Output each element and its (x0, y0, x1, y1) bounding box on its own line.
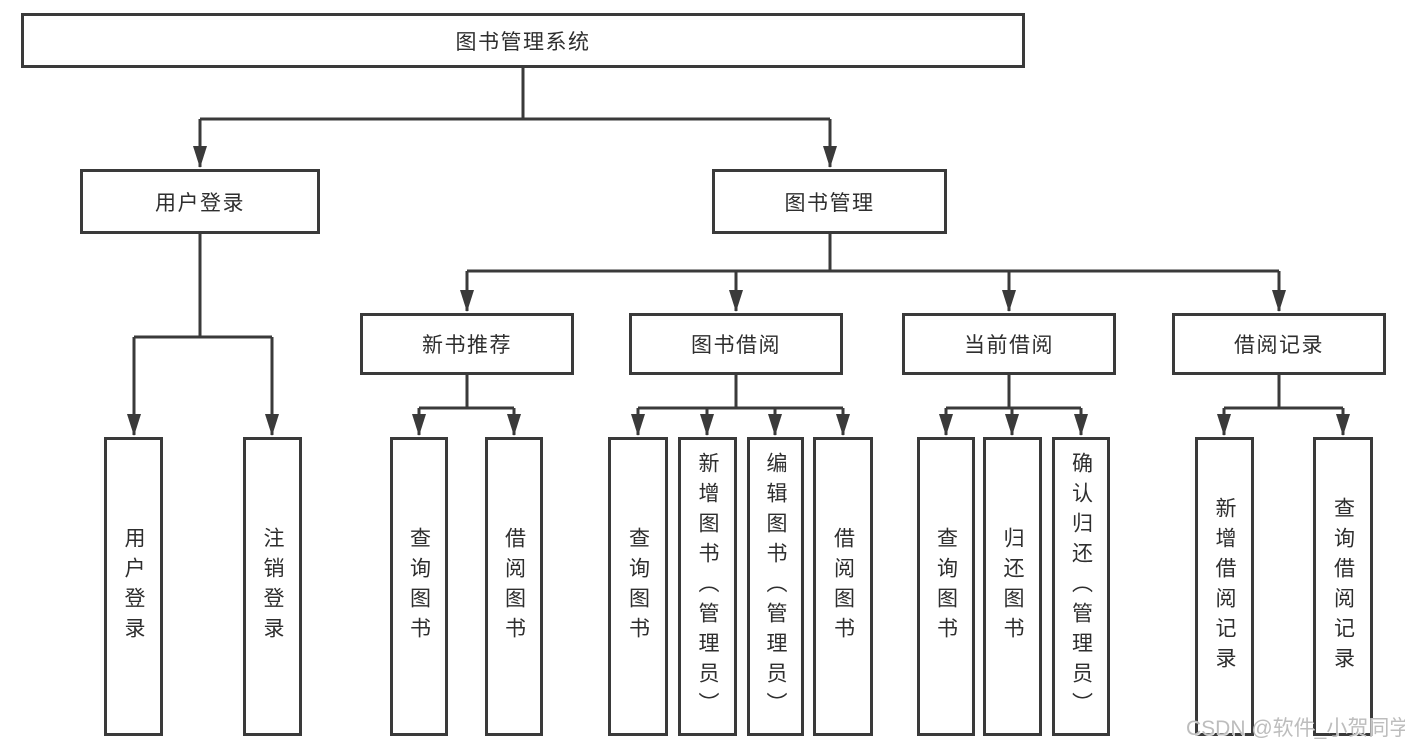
node-bb-query-books: 查询图书 (608, 437, 668, 736)
node-book-borrowing-label: 图书借阅 (691, 334, 781, 357)
node-nbr-query-books-label: 查询图书 (407, 526, 431, 647)
node-borrowing-records-label: 借阅记录 (1234, 334, 1324, 357)
node-current-borrowing: 当前借阅 (902, 313, 1116, 375)
node-user-login: 用户登录 (80, 169, 320, 234)
node-br-query-record: 查询借阅记录 (1313, 437, 1373, 736)
node-user-login-leaf-label: 用户登录 (122, 526, 145, 647)
node-cb-confirm-return-admin: 确认归还（管理员） (1052, 437, 1110, 736)
edge-current-borrowing (939, 375, 1088, 436)
node-bb-borrow-books: 借阅图书 (813, 437, 873, 736)
edge-user-login (127, 234, 279, 436)
node-cb-return-books: 归还图书 (983, 437, 1042, 736)
node-br-add-record-label: 新增借阅记录 (1213, 496, 1236, 677)
node-br-add-record: 新增借阅记录 (1195, 437, 1254, 736)
edge-new-book-recommend (412, 375, 521, 436)
node-bb-query-books-label: 查询图书 (626, 526, 650, 647)
node-user-login-leaf: 用户登录 (104, 437, 163, 736)
node-bb-borrow-books-label: 借阅图书 (831, 526, 855, 647)
csdn-watermark: CSDN @软件_小贺同学 (1186, 717, 1405, 740)
node-book-management-label: 图书管理 (784, 191, 875, 215)
node-new-book-recommend-label: 新书推荐 (422, 334, 512, 357)
node-root: 图书管理系统 (21, 13, 1025, 68)
node-bb-add-books-admin-label: 新增图书（管理员） (696, 451, 719, 722)
node-nbr-borrow-books-label: 借阅图书 (502, 526, 526, 647)
edge-borrowing-records (1217, 375, 1350, 436)
edge-root (193, 68, 837, 168)
node-cb-confirm-return-admin-label: 确认归还（管理员） (1069, 451, 1093, 722)
node-br-query-record-label: 查询借阅记录 (1331, 496, 1355, 677)
node-cb-query-books: 查询图书 (917, 437, 975, 736)
node-bb-edit-books-admin: 编辑图书（管理员） (747, 437, 804, 736)
node-bb-add-books-admin: 新增图书（管理员） (678, 437, 737, 736)
node-logout-label: 注销登录 (261, 526, 284, 647)
node-user-login-label: 用户登录 (155, 191, 245, 215)
node-book-borrowing: 图书借阅 (629, 313, 843, 375)
edge-book-borrowing (631, 375, 850, 436)
node-cb-return-books-label: 归还图书 (1001, 526, 1024, 647)
node-nbr-query-books: 查询图书 (390, 437, 448, 736)
edge-book-management (460, 234, 1286, 312)
node-root-label: 图书管理系统 (455, 30, 591, 54)
node-nbr-borrow-books: 借阅图书 (485, 437, 543, 736)
node-book-management: 图书管理 (712, 169, 947, 234)
node-current-borrowing-label: 当前借阅 (964, 334, 1054, 357)
node-bb-edit-books-admin-label: 编辑图书（管理员） (764, 451, 787, 722)
node-cb-query-books-label: 查询图书 (934, 526, 958, 647)
node-new-book-recommend: 新书推荐 (360, 313, 574, 375)
node-logout: 注销登录 (243, 437, 302, 736)
node-borrowing-records: 借阅记录 (1172, 313, 1386, 375)
